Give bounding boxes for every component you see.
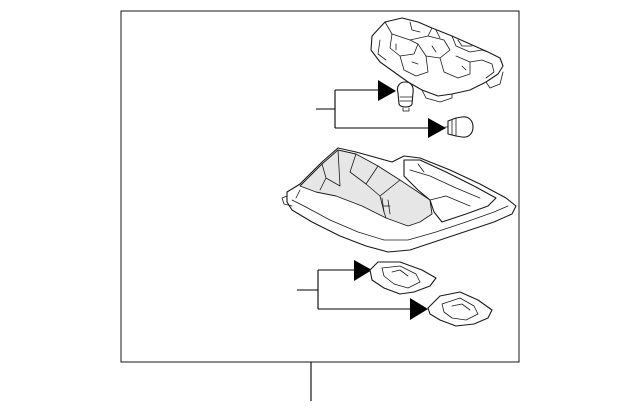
arrow-lens-large	[410, 298, 428, 320]
arrow-bulb-small	[378, 80, 396, 101]
lens-icon	[369, 261, 437, 295]
lens-callout	[297, 260, 428, 320]
wedge-bulb-icon	[396, 81, 414, 112]
bayonet-bulb-icon	[444, 116, 474, 138]
arrow-lens-small	[354, 260, 372, 281]
arrow-bulb-large	[428, 118, 446, 138]
dome-lamp-icon	[281, 147, 517, 253]
lens-icon	[427, 291, 493, 327]
lamp-base-icon	[370, 17, 504, 103]
bulb-callout	[316, 80, 446, 138]
